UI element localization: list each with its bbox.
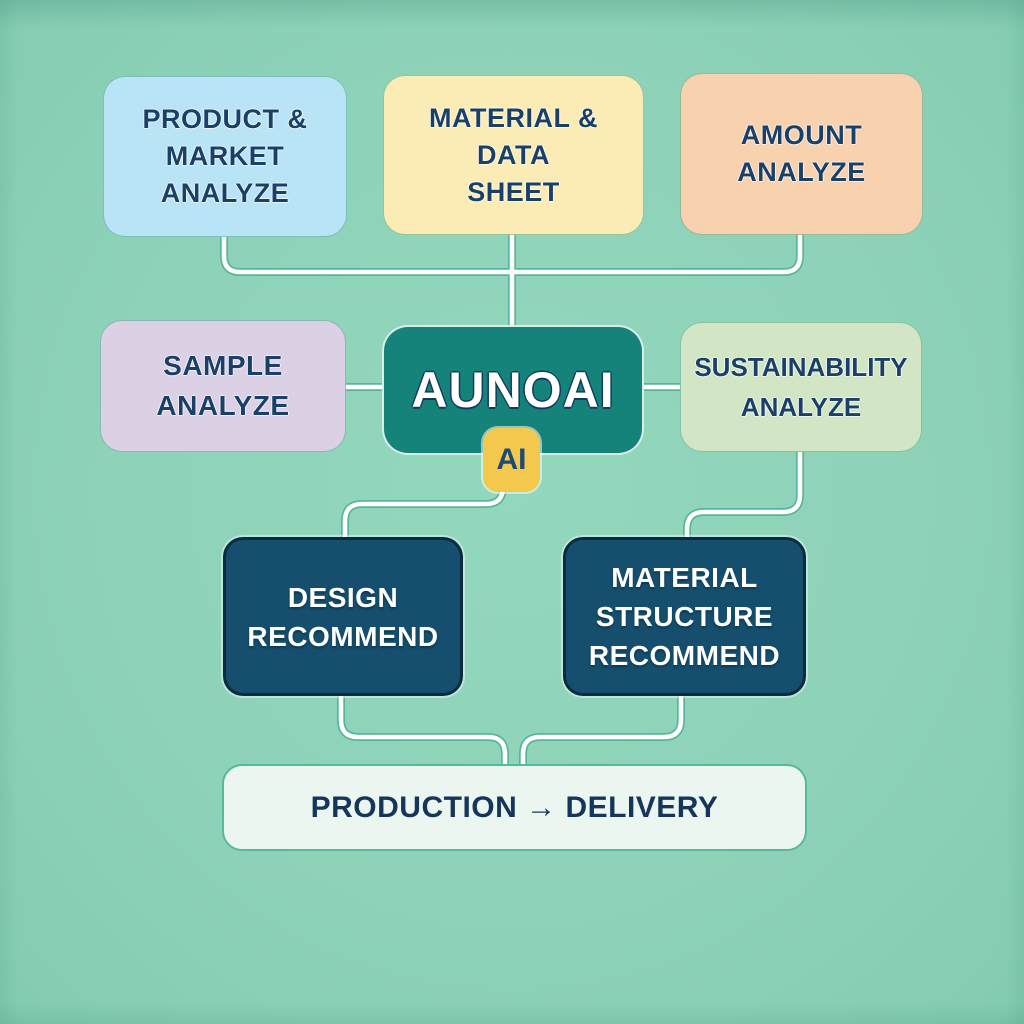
node-design-recommend: DESIGN RECOMMEND bbox=[223, 537, 463, 696]
node-production-delivery: PRODUCTION → DELIVERY bbox=[222, 764, 807, 851]
node-label-line: ANALYZE bbox=[737, 157, 866, 187]
node-label-line: MATERIAL & bbox=[429, 102, 598, 133]
node-label-line: SHEET bbox=[467, 176, 560, 207]
node-label-line: MATERIAL bbox=[611, 562, 758, 593]
node-label-line: PRODUCT & bbox=[142, 104, 308, 134]
node-label-line: STRUCTURE bbox=[595, 601, 774, 632]
node-amount-analyze: AMOUNT ANALYZE bbox=[680, 73, 923, 235]
node-sustainability-analyze: SUSTAINABILITY ANALYZE bbox=[680, 322, 922, 452]
ai-badge-label: AI bbox=[496, 443, 527, 476]
node-sample-analyze: SAMPLE ANALYZE bbox=[100, 320, 346, 452]
node-label-line: RECOMMEND bbox=[588, 640, 781, 671]
node-label-line: ANALYZE bbox=[156, 390, 290, 421]
production-delivery-label: PRODUCTION → DELIVERY bbox=[310, 790, 719, 824]
node-label-line: ANALYZE bbox=[160, 178, 290, 208]
node-product-market-analyze: PRODUCT & MARKET ANALYZE bbox=[103, 76, 347, 237]
node-label-line: AMOUNT bbox=[740, 120, 863, 150]
node-label-line: SUSTAINABILITY bbox=[694, 352, 908, 382]
node-label-line: ANALYZE bbox=[740, 392, 862, 422]
node-label-line: SAMPLE bbox=[163, 350, 283, 381]
node-label-line: DESIGN bbox=[287, 581, 399, 613]
node-label-line: MARKET bbox=[165, 141, 285, 171]
node-label-line: DATA bbox=[477, 139, 550, 170]
ai-badge: AI bbox=[483, 428, 540, 492]
node-label-line: RECOMMEND bbox=[247, 620, 439, 652]
node-material-data-sheet: MATERIAL & DATA SHEET bbox=[383, 75, 644, 235]
node-material-structure-recommend: MATERIAL STRUCTURE RECOMMEND bbox=[563, 537, 806, 696]
aunoai-title: AUNOAI bbox=[411, 362, 615, 418]
